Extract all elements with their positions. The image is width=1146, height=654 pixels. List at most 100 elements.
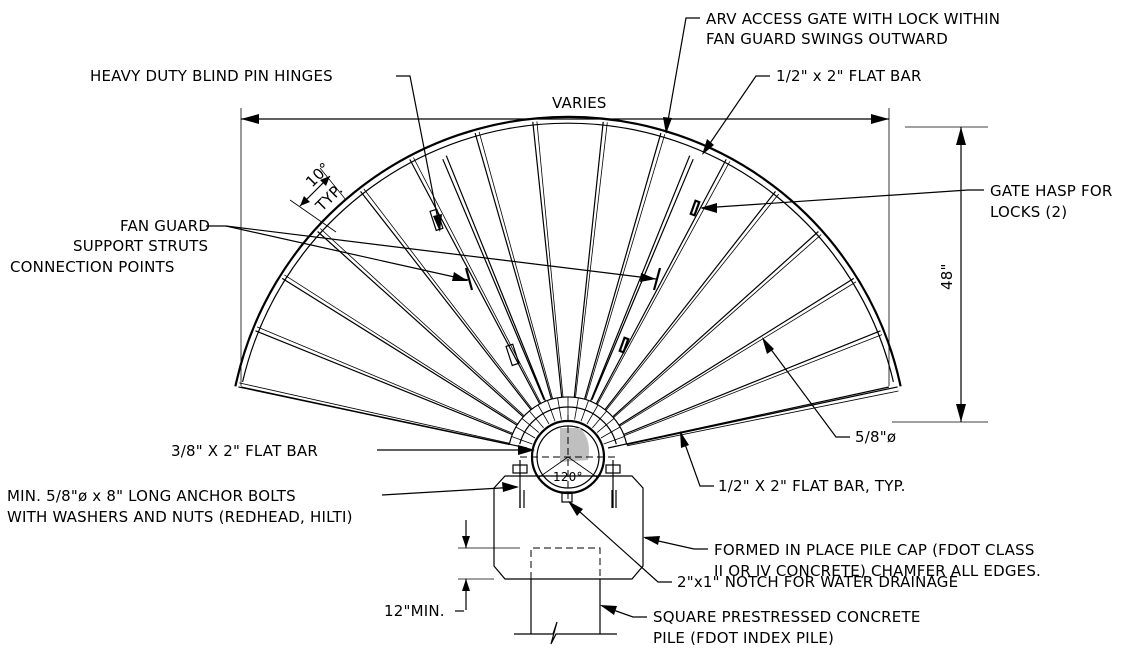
fan-guard-spoke-edge [478, 131, 554, 400]
callout-flat-bar-small: 3/8" X 2" FLAT BAR [171, 442, 535, 460]
fan-guard-spoke [618, 277, 855, 426]
fan-guard-inner-ring [508, 396, 628, 445]
callout-flat-bar-top-text: 1/2" x 2" FLAT BAR [776, 67, 922, 85]
callout-notch: 2"x1" NOTCH FOR WATER DRAINAGE [568, 501, 958, 591]
callout-pile-line2: PILE (FDOT INDEX PILE) [653, 629, 834, 647]
fan-guard-inner-spoke [574, 397, 579, 420]
callout-rod-text: 5/8"ø [855, 428, 896, 446]
callout-gate-hasp-line1: GATE HASP FOR [990, 182, 1112, 200]
callout-hinges-leader [396, 75, 441, 231]
callout-support-struts-line3: CONNECTION POINTS [10, 258, 175, 276]
callout-support-struts-arrow-b [640, 273, 656, 282]
fan-guard-spoke [532, 121, 563, 398]
fan-guard-inner-spoke [547, 400, 556, 422]
fan-guard-bottom-bar-left [240, 386, 528, 449]
dim-arrow-bottom [956, 404, 966, 422]
callout-arv-gate-line1: ARV ACCESS GATE WITH LOCK WITHIN [706, 10, 1000, 28]
fan-guard-spoke [604, 191, 776, 411]
fan-guard-spoke-edge [605, 193, 780, 411]
fan-guard-spoke-edge [626, 390, 899, 447]
fan-guard-inner-spoke [592, 410, 607, 429]
dimension-height: 48" [892, 126, 988, 423]
fan-guard-inner-spoke [600, 426, 621, 439]
callout-pile-cap-leader [644, 537, 708, 550]
callout-rod-arrow [762, 337, 774, 354]
fan-guard-spoke [583, 132, 662, 400]
callout-flat-bar-typ-text: 1/2" X 2" FLAT BAR, TYP. [718, 477, 906, 495]
embed-arrow-bottom [462, 579, 470, 591]
fan-guard-spoke-edge [623, 334, 883, 437]
hinge-lower [505, 343, 520, 367]
fan-guard-spoke [595, 159, 727, 405]
fan-guard-spoke-edge [536, 121, 564, 398]
fan-guard-spoke-edge [585, 134, 666, 400]
arv-access-gate-frame [442, 155, 694, 402]
fan-guard-spoke-edge [613, 234, 822, 419]
pile-embed-label: 12"MIN. [384, 602, 445, 620]
dim-width-label: VARIES [552, 94, 607, 112]
arv-pipe: 120° [512, 415, 621, 508]
fan-guard-inner-spoke [537, 404, 550, 425]
drainage-notch [561, 491, 573, 503]
fan-guard-spoke [474, 132, 553, 400]
fan-guard-spoke-edge [413, 157, 542, 404]
dim-arrow-left [241, 114, 259, 124]
callout-hinges-arrow [433, 214, 442, 232]
callout-notch-text: 2"x1" NOTCH FOR WATER DRAINAGE [677, 573, 958, 591]
fan-guard-spoke-edge [596, 161, 731, 405]
pipe-hatch [560, 428, 589, 462]
callout-hinges-text: HEAVY DUTY BLIND PIN HINGES [90, 67, 333, 85]
fan-guard-inner-spoke [557, 397, 562, 420]
fan-guard-spoke [612, 231, 819, 418]
callout-flat-bar-small-text: 3/8" X 2" FLAT BAR [171, 442, 318, 460]
callout-flat-bar-top-leader [703, 75, 770, 153]
strut-connection-right [652, 267, 662, 291]
angle-witness-2 [319, 167, 347, 201]
angle-witness-1 [289, 199, 337, 233]
callout-arv-gate-leader [665, 17, 700, 133]
fan-guard-inner-ring-edge [519, 406, 617, 445]
callout-gate-hasp-arrow [700, 203, 717, 213]
pile-break-line [514, 621, 617, 645]
callout-support-struts-line2: SUPPORT STRUTS [73, 237, 208, 255]
callout-pile-cap-line2: II OR IV CONCRETE) CHAMFER ALL EDGES. [714, 562, 1041, 580]
callout-support-struts: FAN GUARD SUPPORT STRUTS CONNECTION POIN… [10, 217, 657, 282]
callout-pile-line1: SQUARE PRESTRESSED CONCRETE [653, 608, 921, 626]
fan-guard [234, 115, 902, 449]
callout-pile-cap-line1: FORMED IN PLACE PILE CAP (FDOT CLASS [714, 541, 1035, 559]
callout-gate-hasp-leader [701, 189, 984, 209]
fan-guard-spoke [281, 277, 518, 426]
dimension-angle: 10° TYP. [289, 159, 347, 233]
callout-support-struts-line1: FAN GUARD [120, 217, 210, 235]
fan-guard-inner-spoke [596, 418, 615, 433]
callout-pile-cap: FORMED IN PLACE PILE CAP (FDOT CLASS II … [643, 536, 1041, 580]
callout-support-struts-leader-b [225, 225, 657, 280]
callout-support-struts-arrow-a [452, 272, 468, 281]
fan-guard-spoke-edge [284, 274, 519, 425]
callout-arv-gate-line2: FAN GUARD SWINGS OUTWARD [706, 30, 948, 48]
fan-guard-inner-spoke [580, 400, 589, 422]
fan-guard-inner-spoke [603, 436, 625, 445]
fan-guard-spoke-edge [575, 122, 608, 398]
callout-pile-arrow [600, 605, 617, 615]
callout-pile-cap-arrow [643, 536, 660, 545]
fan-guard-spoke [360, 191, 532, 411]
callout-arv-gate: ARV ACCESS GATE WITH LOCK WITHIN FAN GUA… [663, 10, 1000, 134]
dim-height-label: 48" [938, 263, 956, 290]
fan-guard-bottom-bar-right [607, 386, 890, 449]
embed-arrow-top [462, 536, 470, 548]
callout-rod: 5/8"ø [762, 337, 896, 446]
callout-flat-bar-typ-arrow [680, 431, 689, 448]
dim-arrow-top [956, 127, 966, 145]
callout-gate-hasp-line2: LOCKS (2) [990, 203, 1067, 221]
callout-arv-gate-arrow [663, 117, 672, 134]
fan-guard-spoke-edge [363, 188, 533, 410]
fan-guard-inner-spoke [511, 436, 533, 445]
pipe-angle-label: 120° [553, 470, 583, 484]
callout-flat-bar-top-arrow [702, 139, 714, 155]
callout-anchor-bolts: MIN. 5/8"ø x 8" LONG ANCHOR BOLTS WITH W… [7, 482, 519, 526]
fan-guard-spoke-edge [256, 326, 514, 434]
pile-cap [493, 475, 644, 645]
angle-arrow-a [300, 196, 310, 206]
